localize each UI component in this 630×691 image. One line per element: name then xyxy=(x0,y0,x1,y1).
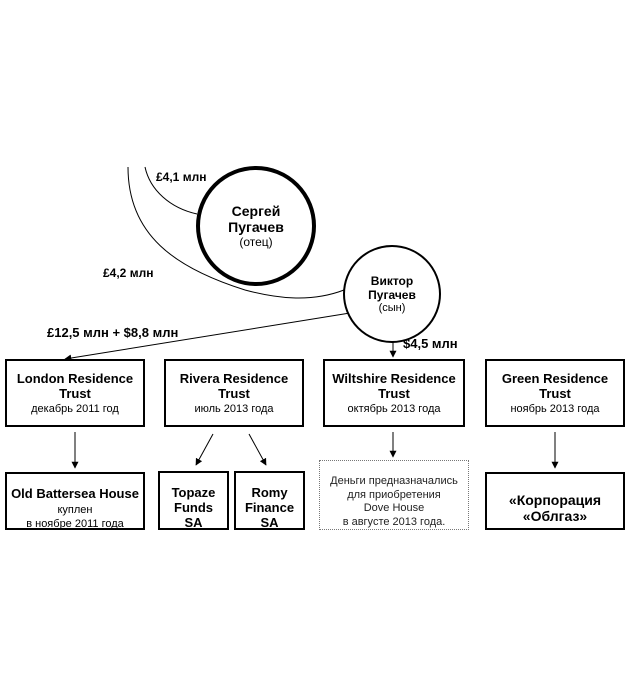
flow-line-sergey-4-1 xyxy=(144,166,198,215)
note-line2: для приобретения xyxy=(347,488,441,501)
person-name-line2: Пугачев xyxy=(368,287,416,302)
trust-name-line2: Trust xyxy=(218,385,250,401)
note-line1: Деньги предназначались xyxy=(330,475,458,487)
company-box-topaze-funds: Topaze Funds SA xyxy=(158,471,229,530)
amount-label-4-1: £4,1 млн xyxy=(156,170,207,184)
note-dove-house: Деньги предназначались для приобретения … xyxy=(319,460,469,530)
trust-date: октябрь 2013 года xyxy=(347,402,441,415)
trust-date: ноябрь 2013 года xyxy=(510,402,600,415)
asset-name: Old Battersea House xyxy=(11,486,139,501)
company-name-line3: SA xyxy=(260,515,279,530)
company-name-line1: Romy xyxy=(251,485,288,500)
trust-box-rivera: Rivera Residence Trust июль 2013 года xyxy=(164,359,304,427)
person-name-line1: Сергей xyxy=(231,202,281,219)
trust-name-line2: Trust xyxy=(378,385,410,401)
company-name-line3: SA xyxy=(184,515,203,530)
company-name-line1: «Корпорация xyxy=(508,492,602,508)
asset-detail-line1: куплен xyxy=(57,504,93,516)
amount-label-4-5: $4,5 млн xyxy=(403,336,458,351)
note-line3: Dove House xyxy=(363,502,425,514)
person-role: (сын) xyxy=(378,301,406,314)
trust-name-line2: Trust xyxy=(539,385,571,401)
asset-box-old-battersea-house: Old Battersea House куплен в ноябре 2011… xyxy=(5,472,145,530)
asset-detail-line2: в ноябре 2011 года xyxy=(26,518,124,530)
note-line4: в августе 2013 года. xyxy=(342,515,446,528)
company-name-line2: Finance xyxy=(244,500,295,515)
flow-arrow-rivera-topaze xyxy=(195,433,214,466)
company-box-oblgaz: «Корпорация «Облгаз» xyxy=(485,472,625,530)
trust-name-line2: Trust xyxy=(59,385,91,401)
trust-date: июль 2013 года xyxy=(194,402,274,415)
flow-arrow-to-london xyxy=(64,312,351,362)
company-name-line1: Topaze xyxy=(171,485,216,500)
person-name-line1: Виктор xyxy=(370,273,414,288)
trust-box-wiltshire: Wiltshire Residence Trust октябрь 2013 г… xyxy=(323,359,465,427)
trust-box-green: Green Residence Trust ноябрь 2013 года xyxy=(485,359,625,427)
flow-line-outer-to-viktor xyxy=(244,289,345,299)
amount-label-12-5: £12,5 млн + $8,8 млн xyxy=(47,325,179,340)
trust-name-line1: Green Residence xyxy=(501,370,609,386)
trust-name-line1: Wiltshire Residence xyxy=(332,370,456,386)
flow-line-sergey-4-2 xyxy=(127,166,246,291)
person-sergey-pugachev: Сергей Пугачев (отец) xyxy=(196,166,316,286)
amount-label-4-2: £4,2 млн xyxy=(103,266,154,280)
company-name-line2: «Облгаз» xyxy=(522,508,588,524)
person-role: (отец) xyxy=(239,234,273,249)
trust-box-london: London Residence Trust декабрь 2011 год xyxy=(5,359,145,427)
company-name-line2: Funds xyxy=(174,500,213,515)
trust-name-line1: London Residence xyxy=(16,370,134,386)
person-name-line2: Пугачев xyxy=(228,218,284,235)
flow-arrow-rivera-romy xyxy=(248,433,267,466)
trust-name-line1: Rivera Residence xyxy=(179,370,289,386)
company-box-romy-finance: Romy Finance SA xyxy=(234,471,305,530)
trust-date: декабрь 2011 год xyxy=(31,402,119,415)
person-viktor-pugachev: Виктор Пугачев (сын) xyxy=(343,245,441,343)
